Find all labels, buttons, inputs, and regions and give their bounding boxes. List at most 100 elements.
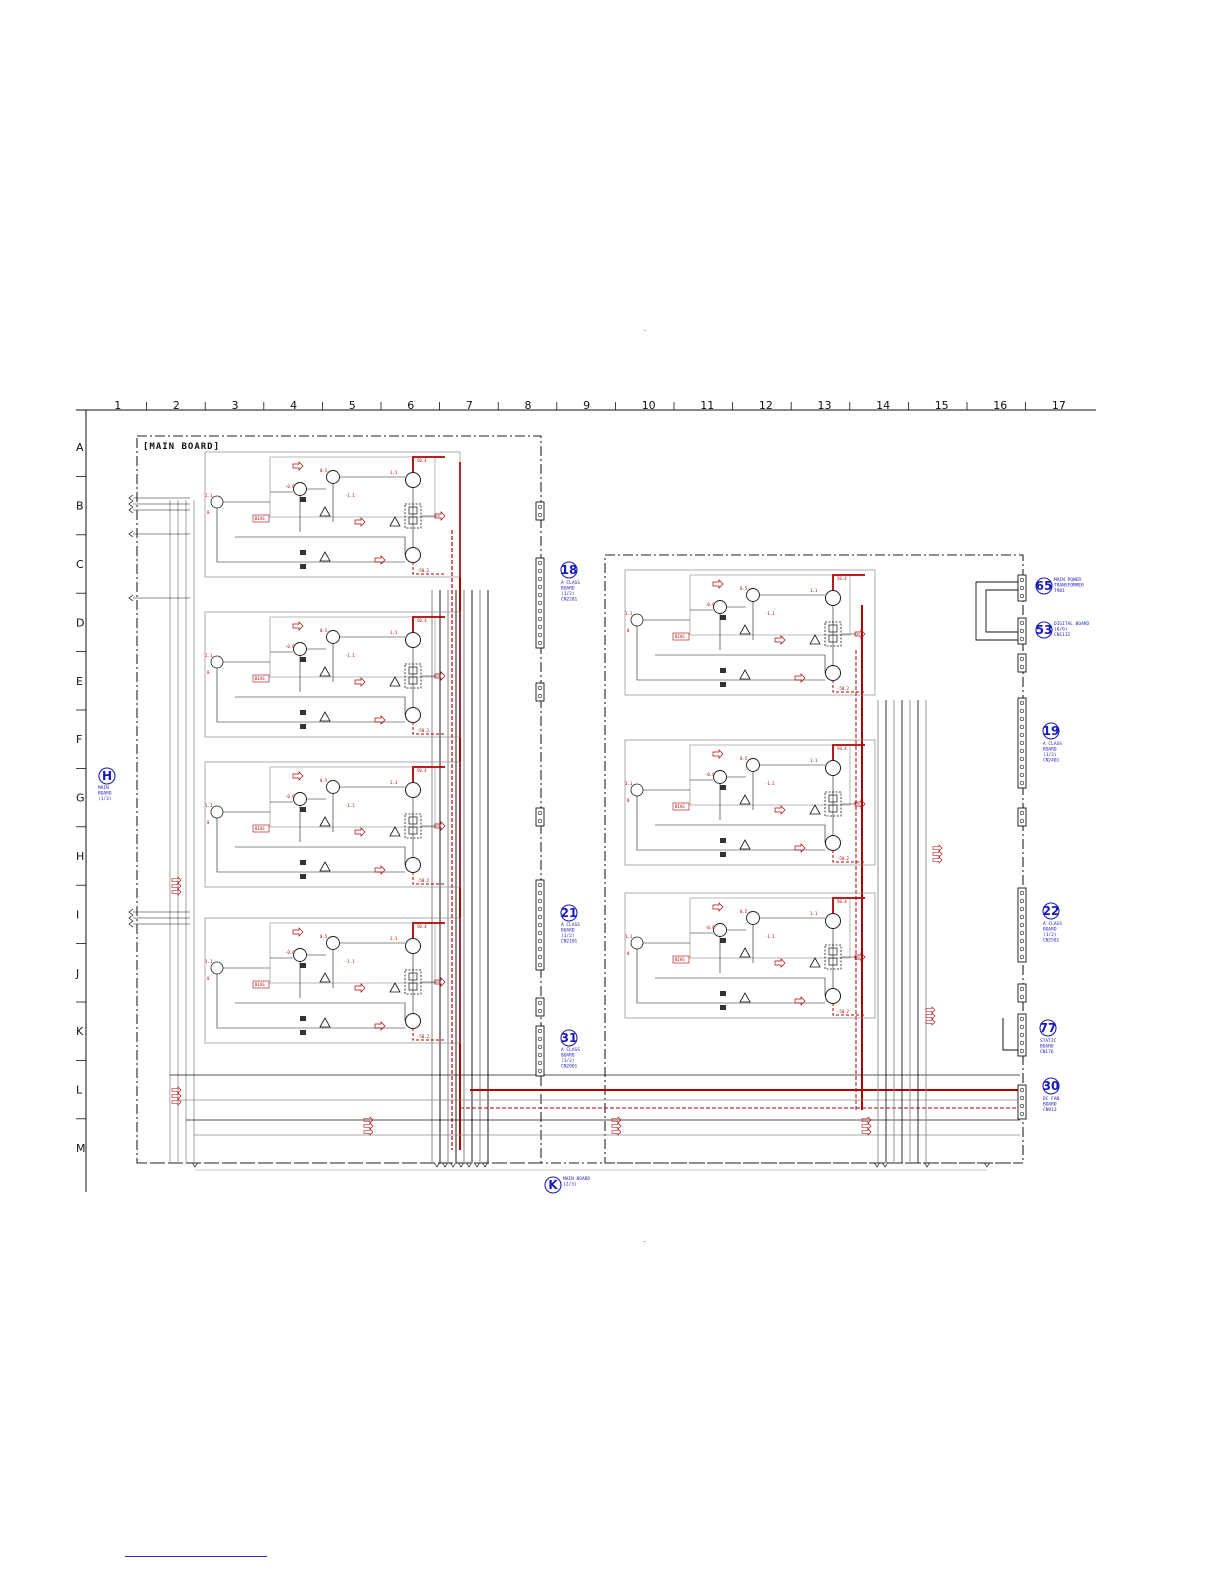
terminal-e-right [1017,653,1027,673]
terminal-pin [1019,1024,1025,1030]
voltage-label: 0.5 [320,628,328,633]
terminal-pin [537,1028,543,1034]
bus-arrow-icon [171,876,182,884]
bus-arrow-icon [611,1128,622,1136]
voltage-label: -1.1 [765,611,775,616]
connector-desc-line: CN2001 [561,1064,578,1070]
connector-desc-line: (1/2) [1043,932,1057,938]
terminal-pin [1019,938,1025,944]
voltage-label: -50.2 [837,686,850,691]
power-wire [832,897,865,913]
amp-channel-L2: BIAS-0.60.5-1.11.101.150.4-50.2 [204,611,461,738]
signal-arrow-icon [434,671,446,681]
connector-circle [544,1176,562,1194]
terminal-pin [537,616,543,622]
warning-icon [319,972,331,983]
signal-arrow-icon [854,629,866,639]
terminal-pin [1019,628,1025,634]
warning-icon [319,551,331,562]
power-wire [832,574,865,590]
bias-box [252,980,270,989]
circuit-wire [216,974,265,1029]
terminal-pin [1019,593,1025,599]
voltage-label: -50.2 [417,728,430,733]
channel-frame [204,917,461,1044]
ic-chip [300,564,306,569]
terminal-strip [535,879,545,971]
voltage-label: 1.1 [810,588,818,593]
column-header-2: 2 [173,399,180,412]
terminal-k [535,997,545,1017]
row-header-K: K [76,1025,84,1038]
voltage-label: -1.1 [345,653,355,658]
driver-transistor [713,600,727,614]
circuit-wire [655,977,826,996]
footer-link-underline[interactable] [125,1556,267,1557]
terminal-pin [1019,1095,1025,1101]
driver-transistor [293,792,307,806]
output-transistor [405,857,421,873]
connector-desc-line: MAIN POWER [1054,577,1081,583]
row-header-F: F [76,733,82,746]
main-board-outline-right [604,554,1024,1164]
output-transistor [825,590,841,606]
circuit-wire [636,796,685,851]
terminal-pin [1019,716,1025,722]
connector-desc-line: MAIN BOARD [563,1176,590,1182]
row-header-L: L [76,1084,83,1097]
terminal-strip [535,1025,545,1077]
warning-icon [739,992,751,1003]
connector-id: 31 [561,1031,578,1045]
bias-box [672,802,690,811]
voltage-label: 1.1 [625,934,633,939]
driver-transistor [746,758,760,772]
signal-arrow-icon [374,715,386,725]
bus-arrow-icon [861,1128,872,1136]
column-header-4: 4 [290,399,297,412]
terminal-pin [537,560,543,566]
terminal-pin [1019,577,1025,583]
connector-desc-line: DC FAN [1043,1096,1060,1102]
terminal-pin [537,930,543,936]
output-chevron [192,1162,198,1168]
voltage-label: -1.1 [345,959,355,964]
connector-desc-line: CN2501 [1043,938,1060,944]
signal-arrow-icon [854,799,866,809]
circuit-wire [636,949,685,1004]
terminal-strip [1017,574,1027,602]
connector-id: K [548,1178,558,1192]
terminal-pin [537,1052,543,1058]
terminal-pin [537,624,543,630]
bus-arrow-icon [932,856,943,864]
column-header-1: 1 [114,399,121,412]
ic-chip [720,938,726,943]
ic-chip [300,860,306,865]
transformer-loop [975,581,1018,641]
terminal-pin [537,906,543,912]
input-transistor [210,961,224,975]
signal-arrow-icon [354,677,366,687]
input-transistor [630,783,644,797]
input-transistor [630,936,644,950]
connector-id: 19 [1043,724,1060,738]
circuit-wire [655,654,826,673]
output-chevron [924,1162,930,1168]
voltage-label: 50.4 [837,576,847,581]
output-transistor [405,547,421,563]
input-chevron [128,506,134,514]
circuit-wire [235,536,406,555]
ic-chip [300,963,306,968]
power-wire-dashed [832,1003,865,1016]
connector-circle [1035,577,1053,595]
terminal-pin [537,576,543,582]
row-header-E: E [76,675,83,688]
warning-icon [319,861,331,872]
warning-icon [389,676,401,687]
connector-desc-line: DIGITAL BOARD [1054,621,1090,627]
connector-desc-line: CN1112 [1054,632,1071,638]
terminal-pin [1019,740,1025,746]
terminal-pin [1019,585,1025,591]
